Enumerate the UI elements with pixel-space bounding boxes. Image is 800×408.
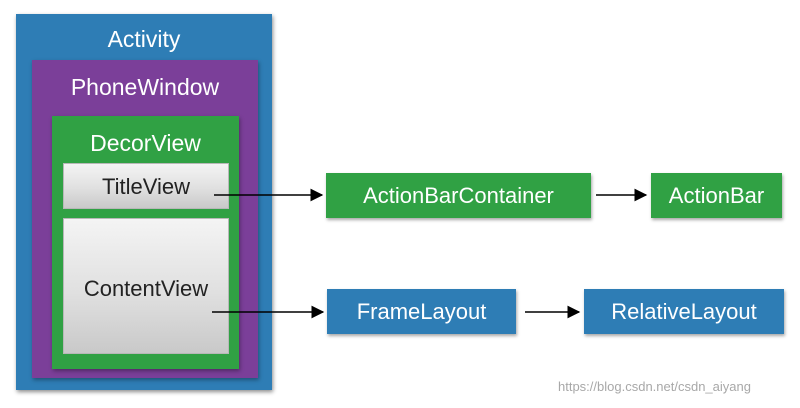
relative-layout-box: RelativeLayout [584,289,784,334]
watermark-text: https://blog.csdn.net/csdn_aiyang [558,379,751,394]
title-view-label: TitleView [101,174,191,199]
activity-label: Activity [107,26,181,52]
action-bar-container-box: ActionBarContainer [326,173,591,218]
action-bar-container-label: ActionBarContainer [363,183,554,208]
frame-layout-box: FrameLayout [327,289,516,334]
relative-layout-label: RelativeLayout [611,299,757,324]
content-view-label: ContentView [83,276,209,301]
action-bar-label: ActionBar [668,183,765,208]
content-view-box: ContentView [63,218,229,354]
action-bar-box: ActionBar [651,173,782,218]
frame-layout-label: FrameLayout [356,299,487,324]
title-view-box: TitleView [63,163,229,209]
decor-view-label: DecorView [90,130,201,156]
phone-window-label: PhoneWindow [70,74,220,100]
